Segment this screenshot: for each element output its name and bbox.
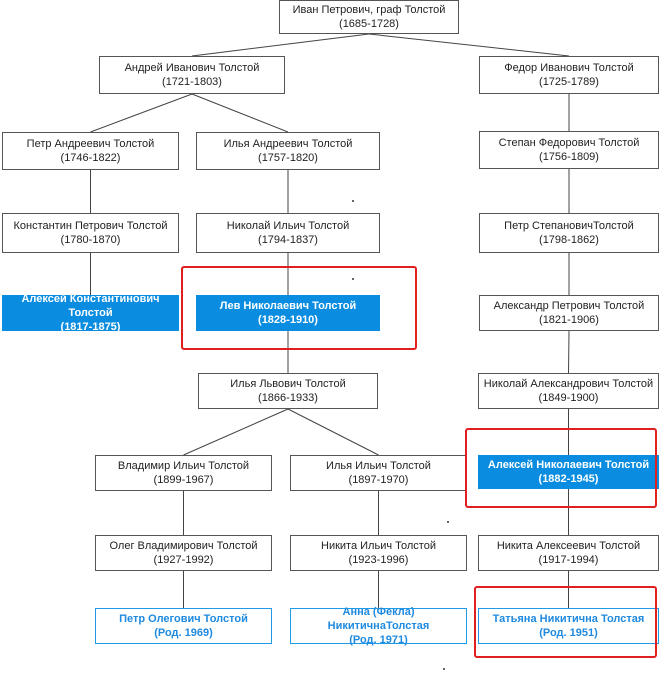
person-years: (1897-1970)	[348, 474, 409, 486]
person-years: (1817-1875)	[60, 321, 121, 333]
person-name: Александр Петрович Толстой	[493, 300, 645, 312]
edge-ivan-fedor	[368, 33, 570, 57]
person-years: (1798-1862)	[539, 234, 599, 246]
person-years: (Род. 1969)	[154, 627, 213, 639]
person-name: Анна (Фекла) НикитичнаТолстая	[327, 606, 430, 632]
person-name: Николай Ильич Толстой	[226, 220, 350, 232]
person-name: Илья Андреевич Толстой	[223, 138, 353, 150]
person-years: (1821-1906)	[539, 314, 599, 326]
highlight-box-tatyana	[474, 586, 657, 658]
person-node-vladimir: Владимир Ильич Толстой (1899-1967)	[95, 455, 272, 491]
stray-dot	[443, 668, 445, 670]
person-node-lev: Лев Николаевич Толстой (1828-1910)	[196, 295, 380, 331]
edge-ilya-l-vladimir	[183, 408, 289, 456]
person-years: (Род. 1951)	[539, 627, 598, 639]
person-node-ivan: Иван Петрович, граф Толстой (1685-1728)	[279, 0, 459, 34]
person-name: Петр Олегович Толстой	[119, 613, 248, 625]
person-years: (1685-1728)	[339, 18, 399, 30]
person-name: Петр Андреевич Толстой	[26, 138, 155, 150]
person-name: Никита Ильич Толстой	[321, 540, 436, 552]
person-name: Лев Николаевич Толстой	[219, 300, 357, 312]
person-years: (1756-1809)	[539, 151, 599, 163]
person-name: Андрей Иванович Толстой	[124, 62, 260, 74]
person-name: Олег Владимирович Толстой	[109, 540, 258, 552]
person-node-petr-a: Петр Андреевич Толстой (1746-1822)	[2, 132, 179, 170]
person-node-stepan: Степан Федорович Толстой (1756-1809)	[479, 131, 659, 169]
person-node-ilya-a: Илья Андреевич Толстой (1757-1820)	[196, 132, 380, 170]
person-years: (1866-1933)	[258, 392, 318, 404]
person-name: Алексей Николаевич Толстой	[487, 459, 650, 471]
person-years: (1923-1996)	[348, 554, 409, 566]
person-name: Степан Федорович Толстой	[498, 137, 640, 149]
person-years: (1725-1789)	[539, 76, 599, 88]
person-name: Константин Петрович Толстой	[13, 220, 168, 232]
person-node-nikolay-a: Николай Александрович Толстой (1849-1900)	[478, 373, 659, 409]
edge-ivan-andrey	[191, 33, 370, 57]
person-node-petr-s: Петр СтепановичТолстой (1798-1862)	[479, 213, 659, 253]
person-name: Владимир Ильич Толстой	[117, 460, 250, 472]
person-node-petr-o: Петр Олегович Толстой (Род. 1969)	[95, 608, 272, 644]
person-years: (1746-1822)	[60, 152, 121, 164]
highlight-box-aleksey-n	[465, 428, 657, 508]
person-node-oleg: Олег Владимирович Толстой (1927-1992)	[95, 535, 272, 571]
person-name: Никита Алексеевич Толстой	[496, 540, 641, 552]
person-node-aleksandr: Александр Петрович Толстой (1821-1906)	[479, 295, 659, 331]
person-years: (1882-1945)	[538, 473, 599, 485]
person-years: (Род. 1971)	[349, 634, 408, 646]
edge-ilya-l-ilya-i	[287, 408, 379, 456]
stray-dot	[352, 278, 354, 280]
person-name: Илья Львович Толстой	[230, 378, 346, 390]
person-years: (1780-1870)	[60, 234, 121, 246]
person-node-aleksey-k: Алексей Константинович Толстой (1817-1875…	[2, 293, 179, 333]
person-node-nikita-a: Никита Алексеевич Толстой (1917-1994)	[478, 535, 659, 571]
person-name: Николай Александрович Толстой	[483, 378, 654, 390]
edge-andrey-petr-a	[90, 93, 193, 133]
person-years: (1899-1967)	[153, 474, 214, 486]
person-node-aleksey-n: Алексей Николаевич Толстой (1882-1945)	[478, 455, 659, 489]
person-name: Федор Иванович Толстой	[504, 62, 634, 74]
person-node-konstantin: Константин Петрович Толстой (1780-1870)	[2, 213, 179, 253]
person-years: (1849-1900)	[538, 392, 599, 404]
person-node-fedor: Федор Иванович Толстой (1725-1789)	[479, 56, 659, 94]
person-years: (1927-1992)	[153, 554, 214, 566]
person-node-nikita-i: Никита Ильич Толстой (1923-1996)	[290, 535, 467, 571]
stray-dot	[352, 200, 354, 202]
person-node-ilya-i: Илья Ильич Толстой (1897-1970)	[290, 455, 467, 491]
person-name: Иван Петрович, граф Толстой	[292, 4, 446, 16]
person-node-anna: Анна (Фекла) НикитичнаТолстая (Род. 1971)	[290, 606, 467, 646]
edge-aleksandr-nikolay-a	[568, 330, 570, 374]
person-name: Илья Ильич Толстой	[326, 460, 431, 472]
edge-andrey-ilya-a	[191, 93, 289, 133]
person-name: Петр СтепановичТолстой	[504, 220, 634, 232]
person-years: (1794-1837)	[258, 234, 318, 246]
person-node-andrey: Андрей Иванович Толстой (1721-1803)	[99, 56, 285, 94]
person-years: (1721-1803)	[162, 76, 222, 88]
person-years: (1917-1994)	[538, 554, 599, 566]
person-years: (1757-1820)	[258, 152, 318, 164]
stray-dot	[447, 521, 449, 523]
person-name: Татьяна Никитична Толстая	[492, 613, 645, 625]
person-years: (1828-1910)	[258, 314, 318, 326]
person-name: Алексей Константинович Толстой	[21, 293, 160, 319]
person-node-nikolay-i: Николай Ильич Толстой (1794-1837)	[196, 213, 380, 253]
person-node-ilya-l: Илья Львович Толстой (1866-1933)	[198, 373, 378, 409]
highlight-box-lev	[181, 266, 417, 350]
